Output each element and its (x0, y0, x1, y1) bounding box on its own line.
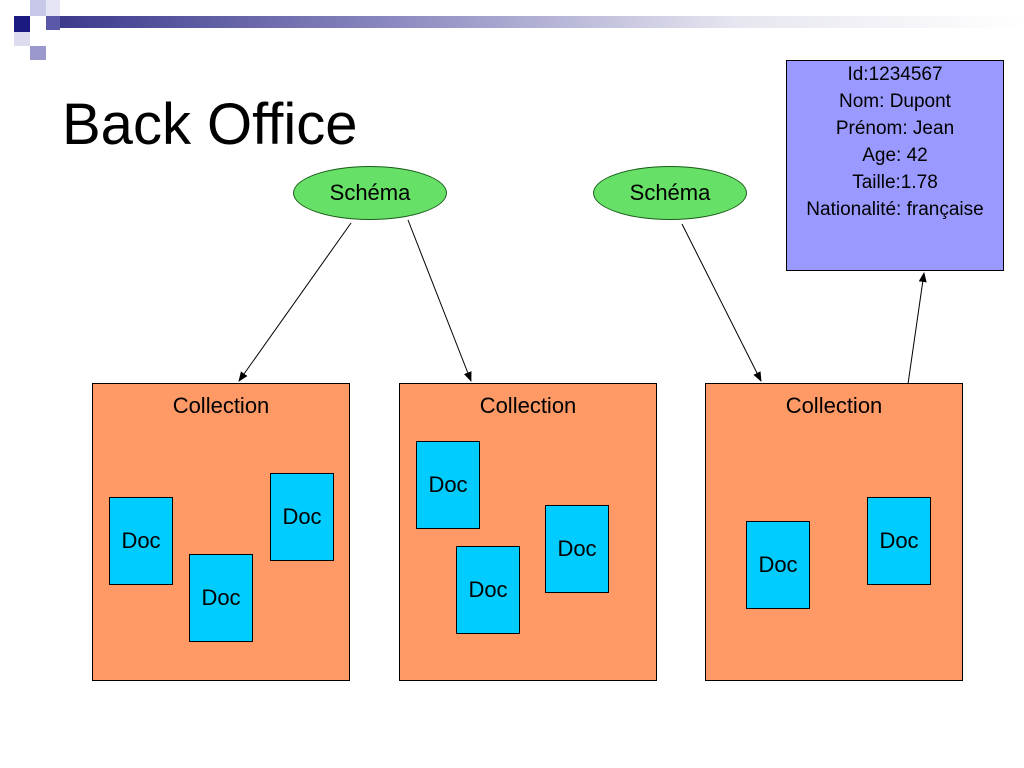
doc-box: Doc (416, 441, 480, 529)
collection-label: Collection (172, 393, 270, 418)
schema-label: Schéma (629, 180, 711, 205)
collection-box: Collection Doc Doc Doc (399, 383, 657, 681)
doc-label: Doc (557, 536, 597, 561)
record-line-prenom: Prénom: Jean (835, 118, 955, 139)
arrow-schema1-collection2 (407, 219, 472, 382)
collection-box: Collection Doc Doc Doc (92, 383, 350, 681)
schema-node: Schéma (293, 166, 447, 220)
doc-box: Doc (746, 521, 810, 609)
schema-label: Schéma (329, 180, 411, 205)
doc-label: Doc (282, 504, 322, 529)
decor-square-light (30, 0, 46, 16)
doc-box: Doc (456, 546, 520, 634)
collection-label: Collection (479, 393, 577, 418)
slide-title: Back Office (62, 92, 358, 157)
schema-node: Schéma (593, 166, 747, 220)
record-line-nationalite: Nationalité: française (806, 199, 984, 220)
doc-box: Doc (109, 497, 173, 585)
record-line-id: Id:1234567 (847, 64, 943, 85)
decor-square-light (46, 0, 60, 16)
doc-box: Doc (270, 473, 334, 561)
record-detail-box: Id:1234567 Nom: Dupont Prénom: Jean Age:… (786, 60, 1004, 271)
record-line-taille: Taille:1.78 (852, 172, 938, 193)
doc-label: Doc (468, 577, 508, 602)
arrow-schema2-collection3 (681, 223, 762, 382)
record-line-nom: Nom: Dupont (839, 91, 951, 112)
collection-label: Collection (785, 393, 883, 418)
doc-label: Doc (121, 528, 161, 553)
doc-box: Doc (867, 497, 931, 585)
doc-label: Doc (428, 472, 468, 497)
decor-square-light (14, 32, 30, 46)
decor-square-mid (30, 46, 46, 60)
doc-box: Doc (189, 554, 253, 642)
doc-label: Doc (758, 552, 798, 577)
arrow-schema1-collection1 (238, 222, 352, 382)
doc-label: Doc (201, 585, 241, 610)
decor-square-mid (46, 16, 60, 30)
doc-box: Doc (545, 505, 609, 593)
record-line-age: Age: 42 (862, 145, 928, 166)
doc-label: Doc (879, 528, 919, 553)
collection-box: Collection Doc Doc (705, 383, 963, 681)
decor-square-navy (14, 16, 30, 32)
decor-gradient-bar (60, 16, 1024, 28)
